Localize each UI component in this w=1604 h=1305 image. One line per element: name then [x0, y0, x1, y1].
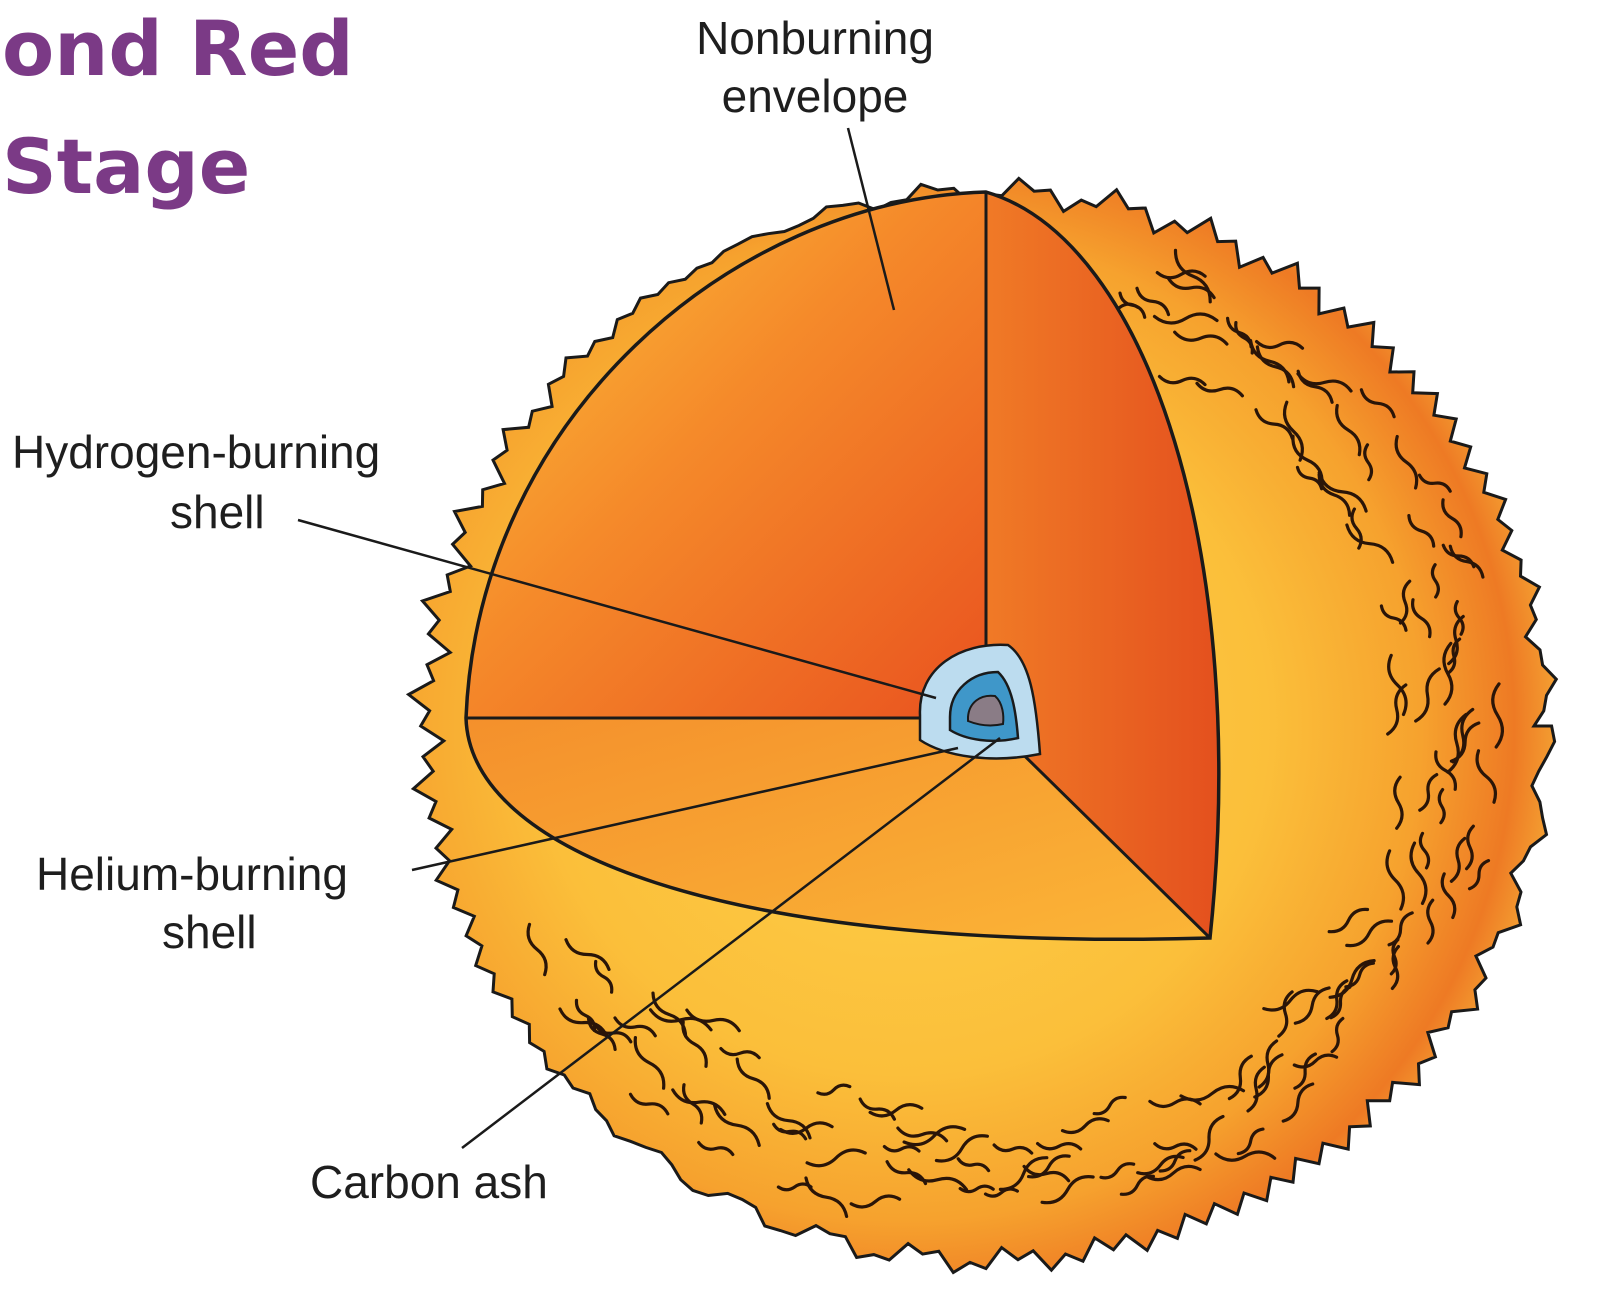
label-hydrogen-burning-line-2: shell: [170, 486, 265, 538]
label-nonburning-envelope-line-1: Nonburning: [696, 12, 934, 64]
label-hydrogen-burning-line-1: Hydrogen-burning: [12, 426, 380, 478]
label-helium-burning-line-1: Helium-burning: [36, 848, 348, 900]
label-nonburning-envelope-line-2: envelope: [722, 70, 909, 122]
label-carbon-ash: Carbon ash: [310, 1156, 548, 1208]
label-helium-burning-line-2: shell: [162, 906, 257, 958]
